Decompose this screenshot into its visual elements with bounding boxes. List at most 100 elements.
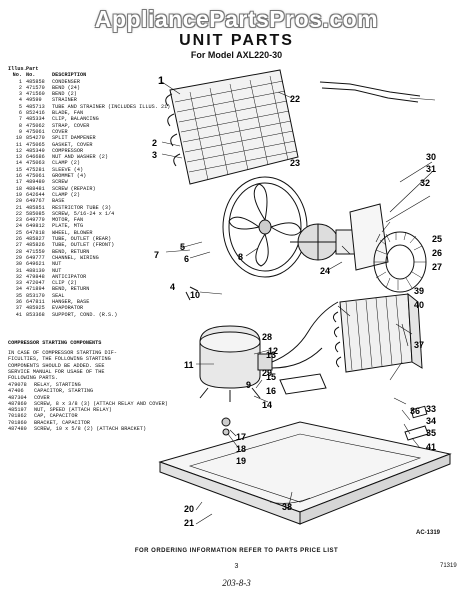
callout-27: 27 bbox=[432, 262, 442, 272]
part-description: ANTICIPATOR bbox=[52, 273, 87, 280]
callout-41: 41 bbox=[426, 442, 436, 452]
part-illus-no: 34 bbox=[15, 286, 22, 293]
base-pan bbox=[158, 421, 452, 525]
part-illus-no: 22 bbox=[15, 210, 22, 217]
part-number: 649621 bbox=[26, 261, 45, 268]
part-description: SUPPORT, COND. (R.S.) bbox=[52, 311, 118, 318]
part-number: 475063 bbox=[26, 160, 45, 167]
starting-part-description: SCREW, 10 x 5/8 (2) (ATTACH BRACKET) bbox=[34, 426, 147, 433]
part-description: BEND, RETURN bbox=[52, 286, 90, 293]
part-description: TUBE AND STRAINER (INCLUDES ILLUS. 21) bbox=[52, 103, 171, 110]
callout-25: 25 bbox=[432, 234, 442, 244]
part-illus-no: 36 bbox=[15, 298, 22, 305]
callout-34: 34 bbox=[426, 416, 436, 426]
callout-19: 19 bbox=[236, 456, 246, 466]
starting-part-description: BRACKET, CAPACITOR bbox=[34, 419, 91, 426]
part-number: 642644 bbox=[26, 191, 45, 198]
starting-part-number: 485197 bbox=[8, 407, 27, 414]
page-title: UNIT PARTS bbox=[179, 32, 294, 49]
part-number: 475061 bbox=[26, 173, 45, 180]
part-number: 472047 bbox=[26, 280, 45, 287]
part-description: CLAMP (2) bbox=[52, 160, 81, 167]
part-illus-no: 4 bbox=[18, 97, 22, 104]
starting-part-description: RELAY, STARTING bbox=[34, 382, 81, 388]
callout-39: 39 bbox=[414, 286, 424, 296]
callout-6: 6 bbox=[184, 254, 189, 264]
handwritten-note: 203-8-3 bbox=[222, 578, 251, 588]
part-number: 649767 bbox=[26, 198, 45, 205]
part-number: 479848 bbox=[26, 273, 45, 280]
callout-9: 9 bbox=[246, 380, 251, 390]
part-number: 49599 bbox=[26, 97, 42, 104]
part-description: NUT bbox=[52, 267, 62, 274]
part-illus-no: 9 bbox=[18, 128, 22, 135]
part-illus-no: 28 bbox=[15, 248, 22, 255]
part-number: 646686 bbox=[26, 154, 45, 161]
page-subtitle: For Model AXL220-30 bbox=[190, 50, 283, 60]
callout-30: 30 bbox=[426, 152, 436, 162]
diagram-code: AC-1319 bbox=[416, 530, 441, 536]
part-number: 853368 bbox=[26, 311, 45, 318]
starting-part-number: 487869 bbox=[8, 400, 27, 407]
starting-components-title: COMPRESSOR STARTING COMPONENTS bbox=[8, 340, 102, 346]
part-description: MOTOR, FAN bbox=[52, 217, 84, 224]
part-illus-no: 27 bbox=[15, 242, 22, 249]
condenser-coil bbox=[165, 69, 299, 185]
part-illus-no: 32 bbox=[15, 273, 22, 280]
part-description: CHANNEL, WIRING bbox=[52, 254, 99, 261]
part-number: 853170 bbox=[26, 292, 45, 299]
part-description: SCREW bbox=[52, 179, 68, 186]
part-description: BEND (2) bbox=[52, 91, 77, 98]
callout-8: 8 bbox=[238, 252, 243, 262]
part-description: SCREW (REPAIR) bbox=[52, 185, 96, 192]
part-illus-no: 2 bbox=[18, 84, 22, 91]
part-illus-no: 37 bbox=[15, 305, 22, 312]
part-number: 475061 bbox=[26, 128, 45, 135]
callout-37: 37 bbox=[414, 340, 424, 350]
header-illus-no: No. bbox=[12, 72, 22, 79]
callout-15: 15 bbox=[266, 372, 276, 382]
watermark: AppliancePartsPros.com bbox=[94, 6, 379, 32]
part-illus-no: 26 bbox=[15, 236, 22, 243]
part-illus-no: 29 bbox=[15, 254, 22, 261]
compressor bbox=[199, 325, 273, 436]
part-illus-no: 16 bbox=[15, 173, 22, 180]
part-number: 485349 bbox=[26, 147, 45, 154]
callout-13: 13 bbox=[266, 350, 276, 360]
starting-part-number: 487304 bbox=[8, 394, 27, 401]
part-illus-no: 25 bbox=[15, 229, 22, 236]
part-description: CLIP (2) bbox=[52, 280, 77, 287]
part-number: 649777 bbox=[26, 254, 45, 261]
part-description: EVAPORATOR bbox=[52, 305, 84, 312]
callout-11: 11 bbox=[184, 360, 194, 370]
part-illus-no: 8 bbox=[18, 122, 22, 129]
starting-part-number: 701862 bbox=[8, 413, 27, 420]
part-number: 489480 bbox=[26, 179, 45, 186]
part-description: NUT bbox=[52, 261, 62, 268]
part-number: 485827 bbox=[26, 236, 45, 243]
part-description: CONDENSER bbox=[52, 78, 81, 85]
starting-part-description: NUT, SPEED (ATTACH RELAY) bbox=[34, 407, 112, 414]
part-number: 649812 bbox=[26, 223, 45, 230]
part-description: CLAMP (2) bbox=[52, 191, 81, 198]
part-illus-no: 3 bbox=[18, 91, 22, 98]
callout-21: 21 bbox=[184, 518, 194, 528]
